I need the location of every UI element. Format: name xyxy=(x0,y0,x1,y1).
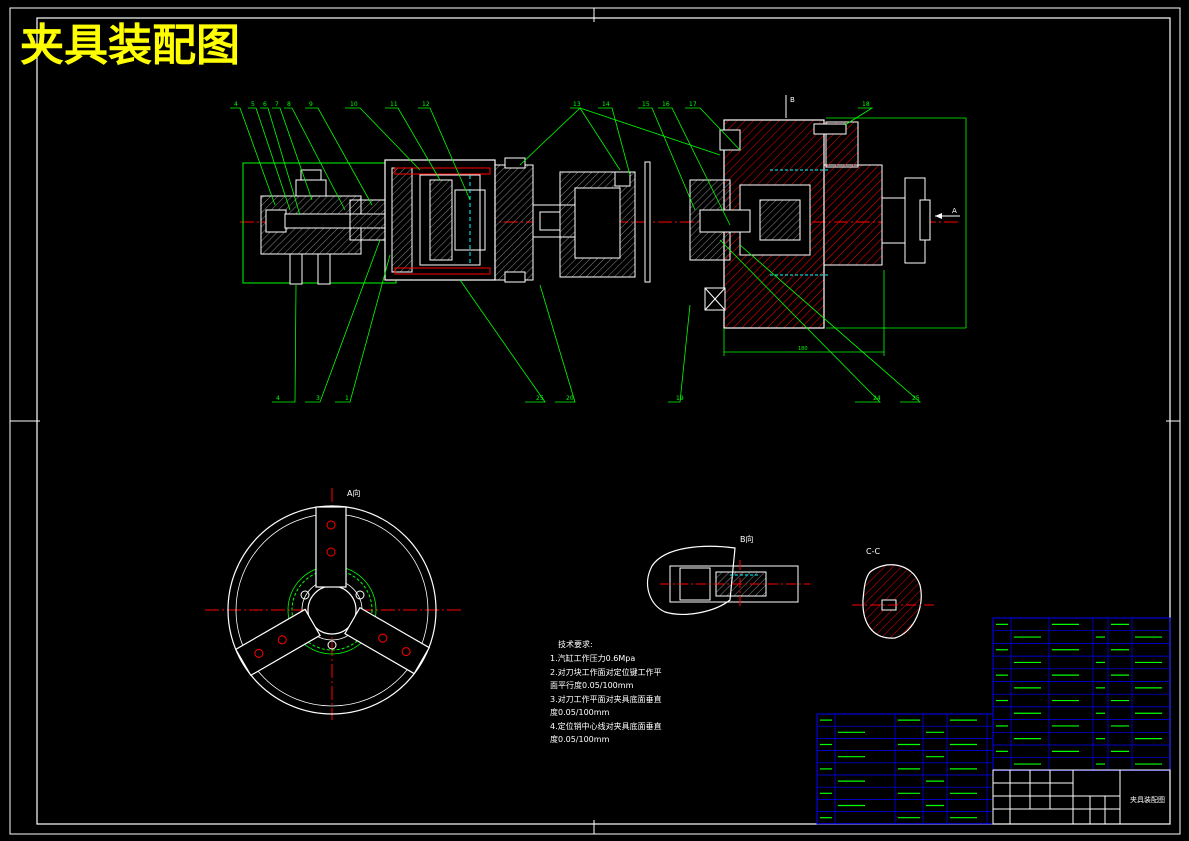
fixture-body xyxy=(689,119,883,329)
view-cc: C-C xyxy=(852,547,935,639)
jaw-top xyxy=(315,506,347,588)
dimension-bottom: 180 xyxy=(798,346,808,352)
leader-lines-top xyxy=(230,107,874,226)
view-cc-label: C-C xyxy=(866,547,880,556)
tech-item-4: 4.定位销中心线对夹具底面垂直 xyxy=(550,721,662,731)
view-b: B向 xyxy=(647,534,810,615)
svg-text:24: 24 xyxy=(873,395,881,402)
leader-lines-bottom xyxy=(272,239,922,403)
svg-text:4: 4 xyxy=(276,395,280,402)
tech-item-2b: 面平行度0.05/100mm xyxy=(550,680,634,690)
tech-item-1: 1.汽缸工作压力0.6Mpa xyxy=(550,653,635,663)
tech-item-2: 2.对刀块工作面对定位键工作平 xyxy=(550,667,662,677)
jaw-right xyxy=(234,608,321,677)
title-block: 夹具装配图 xyxy=(992,769,1171,825)
svg-text:10: 10 xyxy=(350,101,358,108)
view-a-label: A向 xyxy=(347,488,360,498)
parts-list-left xyxy=(816,713,994,825)
svg-text:6: 6 xyxy=(263,101,267,108)
leader-numbers-top: 4 5 6 7 8 9 10 11 12 13 14 15 16 17 18 xyxy=(234,101,870,108)
svg-text:3: 3 xyxy=(316,395,320,402)
svg-text:19: 19 xyxy=(676,395,684,402)
svg-text:5: 5 xyxy=(251,101,255,108)
svg-text:18: 18 xyxy=(862,101,870,108)
view-b-label: B向 xyxy=(740,534,754,544)
svg-text:25: 25 xyxy=(536,395,544,402)
arrow-mark-a: A xyxy=(952,207,957,215)
tech-item-3b: 度0.05/100mm xyxy=(550,707,610,717)
svg-text:4: 4 xyxy=(234,101,238,108)
svg-text:1: 1 xyxy=(345,395,349,402)
svg-text:17: 17 xyxy=(689,101,697,108)
svg-text:15: 15 xyxy=(642,101,650,108)
leader-numbers-bottom: 4 3 1 25 20 19 24 25 xyxy=(276,395,920,402)
main-assembly-view: 180 B A xyxy=(230,95,967,403)
svg-text:7: 7 xyxy=(275,101,279,108)
svg-text:14: 14 xyxy=(602,101,610,108)
jaw-left xyxy=(344,606,431,675)
drawing-frame xyxy=(9,7,1181,835)
svg-text:11: 11 xyxy=(390,101,398,108)
parts-list-right xyxy=(992,617,1171,771)
tech-item-4b: 度0.05/100mm xyxy=(550,734,610,744)
drawing-title: 夹具装配图 xyxy=(20,20,240,71)
svg-text:12: 12 xyxy=(422,101,430,108)
svg-text:9: 9 xyxy=(309,101,313,108)
tech-item-3: 3.对刀工作平面对夹具底面垂直 xyxy=(550,694,662,704)
svg-text:25: 25 xyxy=(912,395,920,402)
view-a-chuck: A向 xyxy=(205,488,462,720)
svg-text:8: 8 xyxy=(287,101,291,108)
title-block-name: 夹具装配图 xyxy=(1130,795,1165,804)
svg-text:13: 13 xyxy=(573,101,581,108)
tech-requirements: 技术要求: 1.汽缸工作压力0.6Mpa 2.对刀块工作面对定位键工作平 面平行… xyxy=(550,639,662,744)
section-mark-b: B xyxy=(790,96,795,104)
svg-text:16: 16 xyxy=(662,101,670,108)
svg-text:20: 20 xyxy=(566,395,574,402)
tech-heading: 技术要求: xyxy=(558,639,593,649)
